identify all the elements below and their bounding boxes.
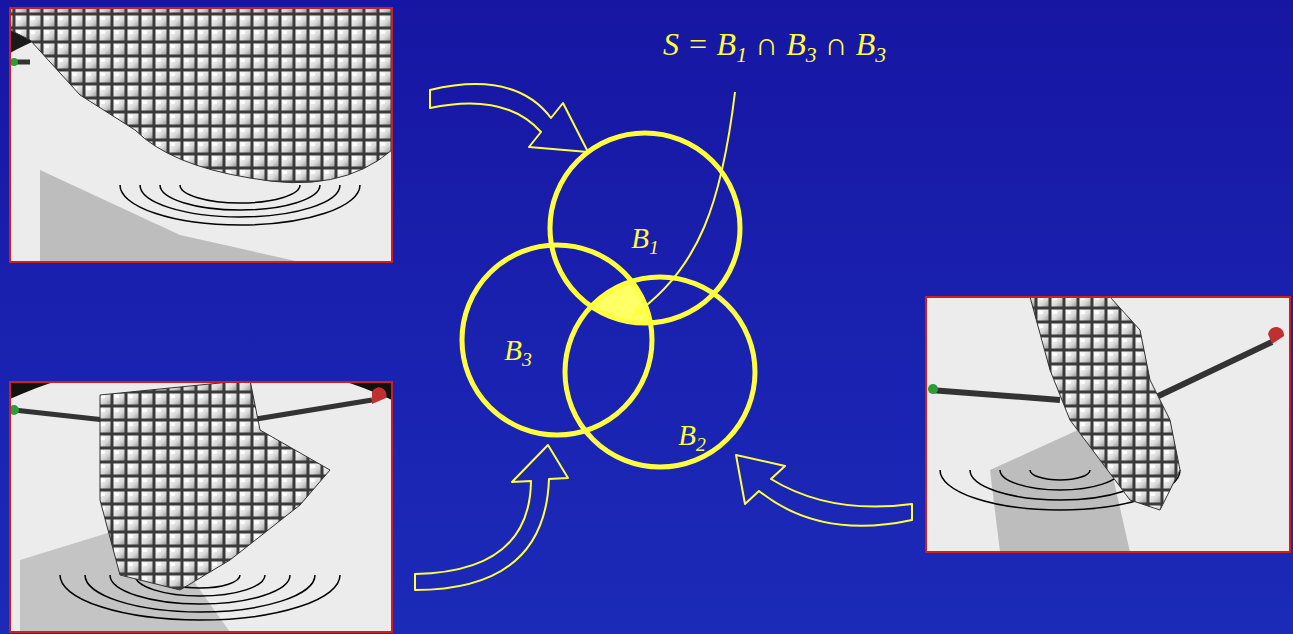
curved-arrow bbox=[415, 445, 568, 590]
circle-outline bbox=[563, 275, 757, 469]
voxel-render bbox=[926, 297, 1290, 552]
subscript: 3 bbox=[522, 347, 532, 369]
curved-arrow bbox=[430, 84, 588, 152]
panel-border bbox=[926, 297, 1290, 552]
equation: S = B1 ∩ B3 ∩ B3 bbox=[663, 26, 886, 68]
subscript: 2 bbox=[696, 432, 706, 454]
set-circle: B2 bbox=[563, 275, 757, 469]
subscript: 3 bbox=[806, 43, 817, 67]
set-circle: B3 bbox=[460, 243, 654, 437]
set-label: B1 bbox=[631, 222, 659, 259]
circle-outline bbox=[460, 243, 654, 437]
subscript: 3 bbox=[875, 43, 886, 67]
voxel-render bbox=[10, 8, 392, 262]
panel-border bbox=[10, 382, 392, 632]
subscript: 1 bbox=[736, 43, 747, 67]
curved-arrow bbox=[736, 455, 912, 526]
voxel-render bbox=[10, 382, 392, 632]
set-label: B3 bbox=[504, 334, 532, 371]
set-label: B2 bbox=[678, 419, 706, 456]
panel-border bbox=[10, 8, 392, 262]
subscript: 1 bbox=[649, 235, 659, 257]
